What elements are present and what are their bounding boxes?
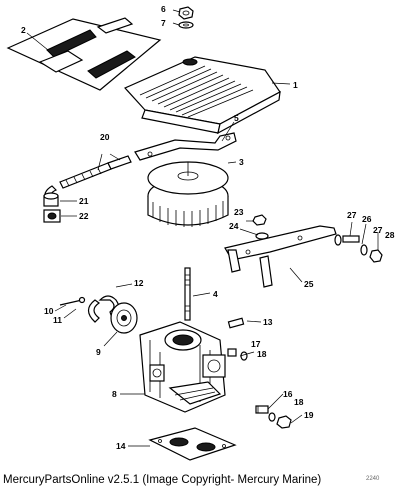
decal-sheet bbox=[6, 17, 162, 91]
callout-22: 22 bbox=[79, 211, 89, 221]
callout-16: 16 bbox=[283, 389, 293, 399]
fitting-gasket-lower bbox=[268, 412, 276, 422]
callout-20: 20 bbox=[100, 132, 110, 142]
cover-washer bbox=[178, 21, 194, 29]
callout-17: 17 bbox=[251, 339, 261, 349]
throttle-linkage bbox=[224, 225, 337, 288]
cover-nut bbox=[178, 6, 194, 20]
choke-retainer bbox=[87, 299, 101, 323]
callout-23: 23 bbox=[234, 207, 244, 217]
carburetor bbox=[139, 321, 226, 413]
callout-26: 26 bbox=[362, 214, 372, 224]
callout-9: 9 bbox=[96, 347, 101, 357]
fitting-gasket-upper bbox=[240, 351, 248, 361]
callout-labels: 1 2 3 4 5 6 7 8 9 10 11 12 13 14 17 18 1… bbox=[21, 4, 395, 451]
choke-screw bbox=[59, 296, 86, 306]
linkage-nut bbox=[252, 214, 267, 226]
callout-14: 14 bbox=[116, 441, 126, 451]
callout-2: 2 bbox=[21, 25, 26, 35]
flame-arrestor bbox=[147, 161, 229, 227]
callout-6: 6 bbox=[161, 4, 166, 14]
callout-8: 8 bbox=[112, 389, 117, 399]
callout-18-upper: 18 bbox=[257, 349, 267, 359]
pivot-bolt bbox=[342, 235, 360, 243]
callout-13: 13 bbox=[263, 317, 273, 327]
callout-18-lower: 18 bbox=[294, 397, 304, 407]
pivot-nut bbox=[369, 249, 383, 263]
callout-10: 10 bbox=[44, 306, 54, 316]
flame-arrestor-cover bbox=[123, 56, 281, 135]
support-bracket bbox=[134, 132, 237, 161]
callout-27-right: 27 bbox=[373, 225, 383, 235]
callout-24: 24 bbox=[229, 221, 239, 231]
pivot-washer bbox=[334, 234, 368, 256]
fitting-plug bbox=[227, 348, 237, 357]
callout-1: 1 bbox=[293, 80, 298, 90]
callout-28: 28 bbox=[385, 230, 395, 240]
inlet-fitting bbox=[255, 405, 269, 414]
diagram-code: 2240 bbox=[366, 476, 380, 482]
callout-12: 12 bbox=[134, 278, 144, 288]
callout-4: 4 bbox=[213, 289, 218, 299]
callout-3: 3 bbox=[239, 157, 244, 167]
base-gasket bbox=[148, 427, 237, 461]
vent-hoses bbox=[44, 155, 132, 201]
callout-25: 25 bbox=[304, 279, 314, 289]
choke-housing bbox=[110, 302, 138, 334]
fitting-nut bbox=[43, 209, 61, 223]
leader-lines bbox=[26, 9, 379, 447]
callout-7: 7 bbox=[161, 18, 166, 28]
callout-27-left: 27 bbox=[347, 210, 357, 220]
copyright-footer: MercuryPartsOnline v2.5.1 (Image Copyrig… bbox=[3, 474, 322, 486]
callout-21: 21 bbox=[79, 196, 89, 206]
inlet-nut bbox=[276, 415, 292, 429]
callout-19: 19 bbox=[304, 410, 314, 420]
callout-5: 5 bbox=[234, 113, 239, 123]
callout-11: 11 bbox=[53, 315, 62, 325]
mounting-stud bbox=[184, 267, 191, 321]
hose-fitting bbox=[43, 192, 59, 207]
idle-screw bbox=[227, 317, 245, 329]
